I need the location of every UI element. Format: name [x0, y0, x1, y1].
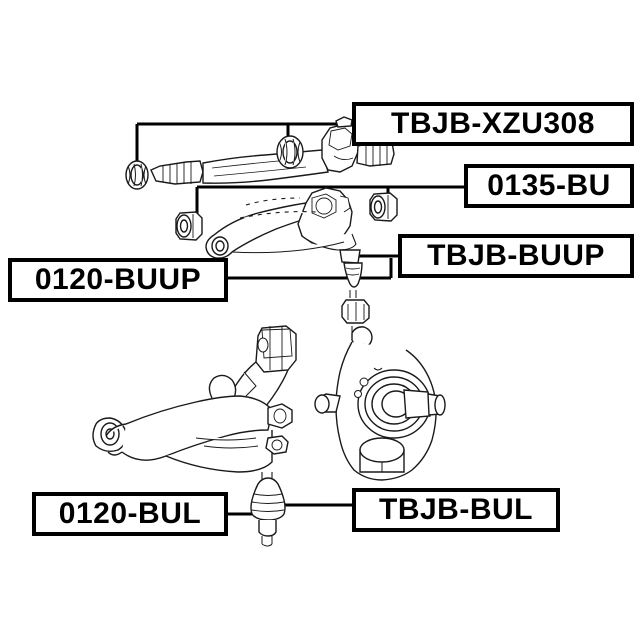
callout-tbjb-bul[interactable]: TBJB-BUL [352, 488, 560, 532]
lower-control-arm-art [92, 325, 297, 482]
callout-0135-bu[interactable]: 0135-BU [464, 164, 634, 208]
upper-control-arm-art [175, 187, 398, 333]
tie-rod-assembly-art [125, 116, 395, 190]
leader-lines [135, 122, 464, 516]
center-lines [239, 197, 317, 219]
callout-0120-bul[interactable]: 0120-BUL [32, 492, 228, 536]
bushing-left-top-art [125, 160, 149, 190]
callout-label-tbjb-buup: TBJB-BUUP [427, 239, 605, 272]
leader-tbjb-xzu308-left [135, 122, 352, 166]
callout-tbjb-xzu308[interactable]: TBJB-XZU308 [352, 102, 634, 146]
callout-label-0135-bu: 0135-BU [487, 169, 611, 202]
callout-label-0120-bul: 0120-BUL [58, 497, 202, 530]
callout-0120-buup[interactable]: 0120-BUUP [8, 258, 228, 302]
steering-knuckle-art [314, 326, 446, 481]
callout-tbjb-buup[interactable]: TBJB-BUUP [398, 234, 634, 278]
callout-label-tbjb-xzu308: TBJB-XZU308 [391, 107, 595, 140]
bushing-upper-right-art [369, 192, 398, 222]
bushing-right-top-art [276, 135, 304, 169]
callout-label-0120-buup: 0120-BUUP [34, 263, 202, 296]
upper-ball-joint-boot-art [341, 299, 370, 333]
callout-label-tbjb-bul: TBJB-BUL [379, 493, 533, 526]
lower-ball-joint-boot-art [250, 477, 286, 547]
upper-ball-joint-art [339, 249, 363, 298]
bushing-upper-left-art [175, 211, 203, 241]
leader-0120-buup [228, 258, 393, 280]
